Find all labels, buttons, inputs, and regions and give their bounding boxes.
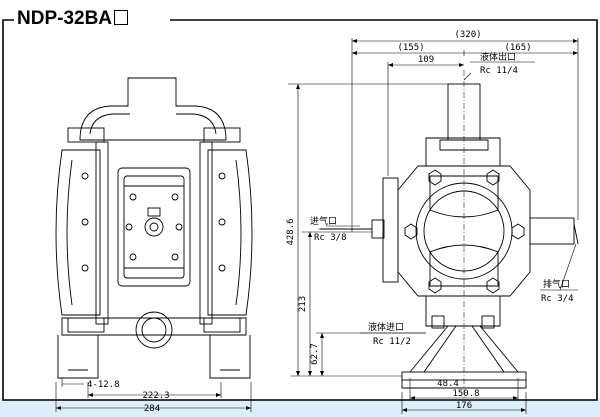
liquid-outlet-label: 液体出口: [480, 51, 516, 63]
side-dimension-arrows: [296, 39, 578, 412]
side-view-pump: [320, 70, 579, 398]
model-name: NDP-32BA: [17, 8, 113, 29]
front-dimension-arrows: [56, 393, 251, 410]
side-height-total: 428.6: [286, 218, 296, 245]
model-title: NDP-32BA: [14, 8, 132, 30]
side-base-half: 48.4: [437, 379, 459, 389]
drawing-border: [2, 19, 598, 401]
air-exhaust-spec: Rc 3/4: [541, 294, 574, 304]
variant-box: [114, 10, 129, 25]
front-bolt-span: 222.3: [142, 391, 169, 401]
liquid-inlet-label: 液体进口: [368, 321, 404, 333]
liquid-outlet-spec: Rc 11/4: [480, 66, 518, 76]
side-overall-width: (320): [454, 30, 481, 40]
air-inlet-spec: Rc 3/8: [314, 233, 347, 243]
side-dimension-lines: [288, 38, 579, 414]
side-right-half: (165): [504, 43, 531, 53]
air-inlet-label: 进气口: [310, 215, 337, 227]
liquid-inlet-spec: Rc 11/2: [373, 337, 411, 347]
side-height-inlet: 213: [298, 296, 308, 312]
front-dimension-lines: [55, 378, 252, 412]
front-total-width: 284: [144, 404, 160, 414]
side-left-half: (155): [397, 43, 424, 53]
front-view-pump: [55, 77, 253, 379]
side-height-base: 62.7: [310, 343, 320, 365]
side-outlet-offset: 109: [418, 55, 434, 65]
side-base-span: 150.8: [452, 389, 479, 399]
front-hole-spec: 4-12.8: [87, 380, 120, 390]
bottom-band: [0, 399, 600, 417]
side-base-width: 176: [456, 401, 472, 411]
air-exhaust-label: 排气口: [543, 278, 570, 290]
